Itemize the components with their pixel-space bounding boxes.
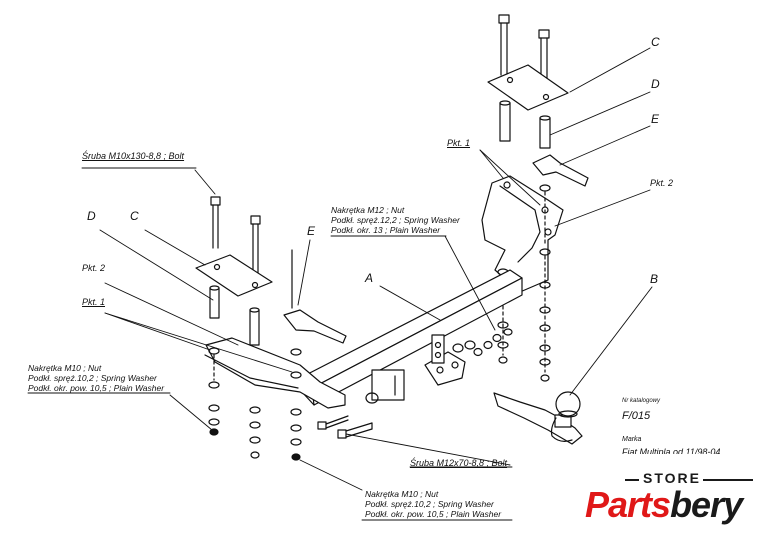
washer-stack-left	[208, 348, 302, 461]
nut-m10-bottom-line3: Podkł. okr. pow. 10,5 ; Plain Washer	[365, 509, 502, 519]
plate-c-left	[195, 254, 273, 297]
bolt-m12	[337, 422, 373, 439]
clip-e-left	[283, 249, 347, 344]
label-nut-m12: Nakrętka M12 ; Nut Podkł. spręż.12,2 ; S…	[331, 205, 460, 235]
brand-value: Fiat Multipla od 11/98-04	[622, 448, 721, 454]
label-a: A	[365, 271, 374, 285]
washer-stack-right	[539, 184, 551, 382]
nut-m10-bottom-line2: Podkł. spręż.10,2 ; Spring Washer	[365, 499, 494, 509]
nut-cluster	[452, 328, 513, 357]
label-pkt2-left: Pkt. 2	[82, 263, 106, 273]
nut-m10-left-line3: Podkł. okr. pow. 10,5 ; Plain Washer	[28, 383, 165, 393]
catalog-number: F/015	[622, 410, 651, 422]
label-d-left: D	[87, 209, 96, 223]
label-e-left: E	[307, 224, 316, 238]
label-nut-m10-bottom: Nakrętka M10 ; Nut Podkł. spręż.10,2 ; S…	[365, 489, 501, 519]
spacers-d-right	[499, 100, 551, 149]
leader-lines	[99, 47, 653, 491]
label-bolt-m12x70: Śruba M12x70-8,8 ; Bolt	[410, 458, 508, 468]
nut-m10-left-line1: Nakrętka M10 ; Nut	[28, 363, 102, 373]
clip-e-right	[532, 154, 589, 187]
crossbar-a	[299, 269, 523, 406]
label-c-right: C	[651, 35, 660, 49]
bolt-small	[317, 415, 349, 430]
label-pkt1-right: Pkt. 1	[447, 138, 471, 148]
label-b: B	[650, 272, 659, 286]
logo-line-left	[625, 479, 639, 481]
nut-m10-left-line2: Podkł. spręż.10,2 ; Spring Washer	[28, 373, 157, 383]
label-bolt-m10x130: Śruba M10x130-8,8 ; Bolt	[82, 151, 185, 161]
spacers-d-left	[209, 285, 260, 346]
bracket-right	[481, 175, 564, 293]
partsbery-logo: STORE Partsbery	[585, 470, 765, 530]
logo-wordmark: Partsbery	[585, 484, 743, 526]
label-d-right: D	[651, 77, 660, 91]
label-e-right: E	[651, 112, 660, 126]
logo-store-text: STORE	[643, 470, 701, 486]
nut-m10-bottom-line1: Nakrętka M10 ; Nut	[365, 489, 439, 499]
nut-m12-line3: Podkł. okr. 13 ; Plain Washer	[331, 225, 441, 235]
brand-label: Marka	[622, 436, 642, 443]
label-underlines	[27, 167, 513, 521]
logo-bery: bery	[670, 484, 743, 525]
logo-line-right	[703, 479, 753, 481]
label-pkt1-left: Pkt. 1	[82, 297, 106, 307]
label-nut-m10-left: Nakrętka M10 ; Nut Podkł. spręż.10,2 ; S…	[28, 363, 164, 393]
towball-b	[493, 391, 583, 445]
catalog-label: Nr katalogowy	[622, 398, 661, 404]
label-pkt2-right: Pkt. 2	[650, 178, 674, 188]
nut-m12-line1: Nakrętka M12 ; Nut	[331, 205, 405, 215]
nut-m12-line2: Podkł. spręż.12,2 ; Spring Washer	[331, 215, 460, 225]
tow-plate	[424, 334, 466, 386]
label-c-left: C	[130, 209, 139, 223]
logo-parts: Parts	[585, 484, 671, 525]
left-bolts	[210, 196, 261, 276]
